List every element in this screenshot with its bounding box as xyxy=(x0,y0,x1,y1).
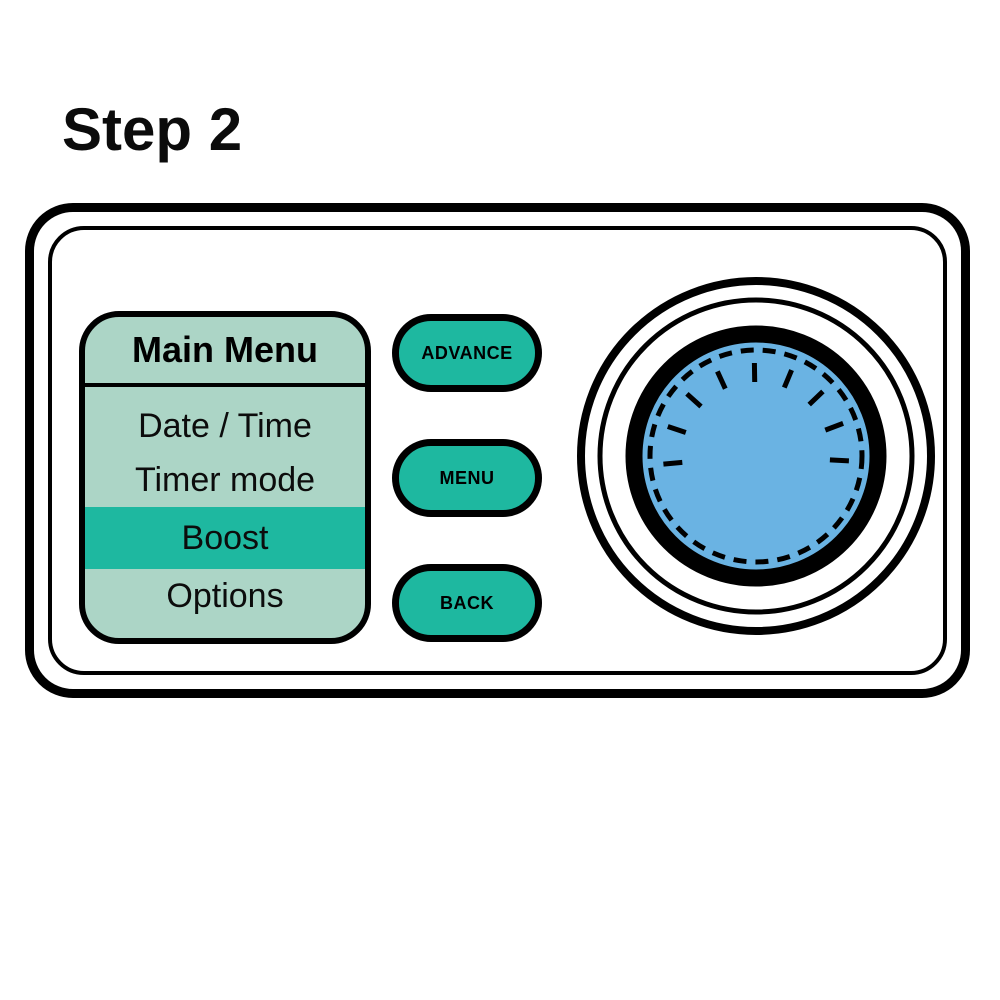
screen-title: Main Menu xyxy=(85,317,365,387)
menu-item: Boost xyxy=(85,507,365,569)
menu-item: Options xyxy=(166,576,284,615)
advance-button[interactable]: ADVANCE xyxy=(392,314,542,392)
dial-tick xyxy=(781,369,794,389)
dial-tick xyxy=(824,421,844,433)
dial-tick-marks xyxy=(663,362,850,467)
dial-tick xyxy=(807,389,825,407)
dial-tick xyxy=(685,391,703,409)
menu-button[interactable]: MENU xyxy=(392,439,542,517)
step-title: Step 2 xyxy=(62,96,243,163)
dial-outer-ring xyxy=(577,277,935,635)
dial-tick xyxy=(829,457,850,464)
back-button[interactable]: BACK xyxy=(392,564,542,642)
dial-dashed-ring xyxy=(647,347,865,565)
rotary-dial[interactable] xyxy=(566,266,946,646)
menu-item: Timer mode xyxy=(134,460,316,499)
dial-middle-ring xyxy=(597,297,915,615)
menu-item: Date / Time xyxy=(138,406,312,445)
dial-tick xyxy=(667,424,687,435)
dial-tick xyxy=(715,370,728,390)
dial-tick xyxy=(663,459,683,467)
